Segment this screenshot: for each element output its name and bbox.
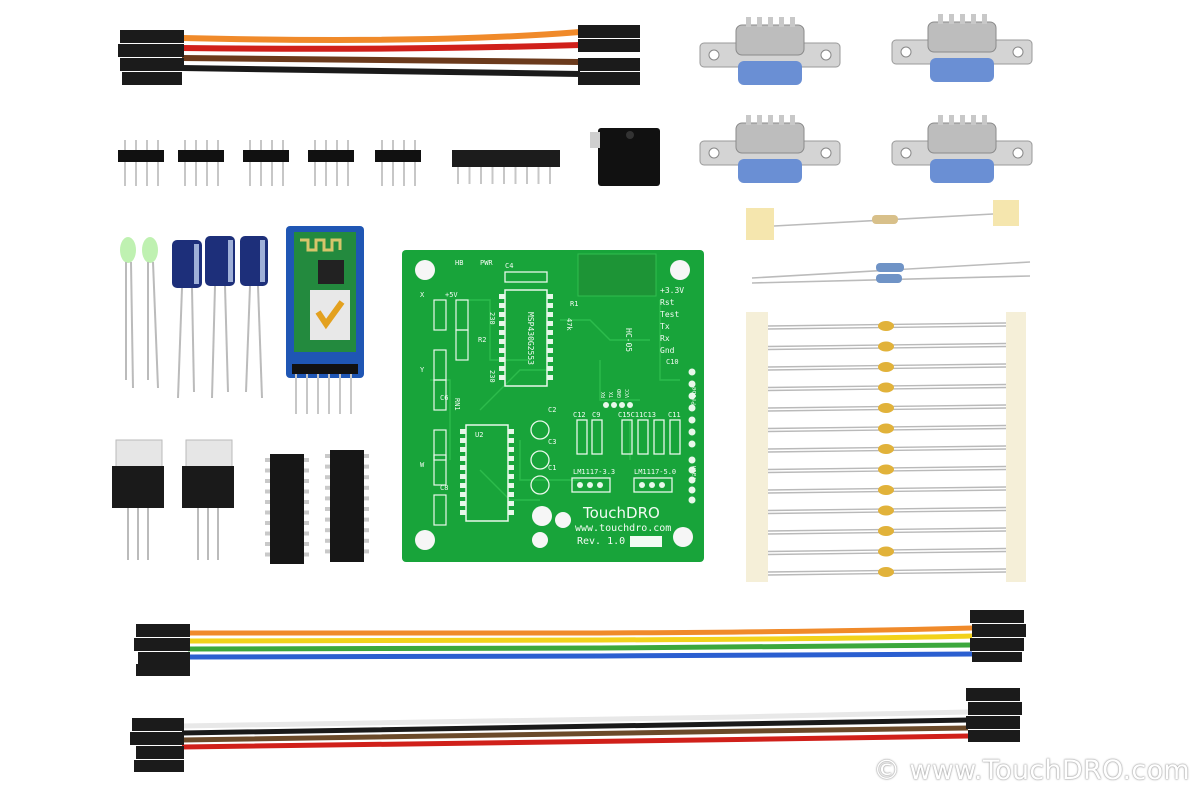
silk-c12: C12 <box>573 411 586 419</box>
pin-header <box>118 140 164 186</box>
ceramic-capacitor <box>767 526 1007 536</box>
pin-header <box>243 140 289 186</box>
silk-47k: 47k <box>565 318 573 331</box>
db9-connector <box>699 17 841 85</box>
ceramic-capacitor-strip <box>746 312 1026 582</box>
silk-y: Y <box>420 366 425 374</box>
jumper-connector <box>118 30 184 85</box>
silk-reg33: LM1117-3.3 <box>573 468 615 476</box>
silk-x: X <box>420 291 425 299</box>
silk-230a: 230 <box>488 312 496 325</box>
pcb-pin-label: Gnd <box>660 346 675 355</box>
ceramic-capacitor <box>767 546 1007 557</box>
ceramic-capacitor <box>767 423 1007 434</box>
pcb-module-label: HC-05 <box>624 328 633 352</box>
green-leds <box>120 237 159 389</box>
ribbon-cable-top <box>118 25 640 85</box>
ceramic-capacitor <box>767 464 1007 475</box>
ceramic-capacitor <box>767 505 1007 516</box>
ceramic-capacitor <box>767 321 1007 331</box>
silk-c8: C8 <box>440 484 448 492</box>
db9-connector <box>891 14 1033 82</box>
silk-230b: 230 <box>488 370 496 383</box>
silk-c11: C11 <box>668 411 681 419</box>
pcb-revision: Rev. 1.0 <box>577 536 625 547</box>
dc-power-jack <box>590 128 660 186</box>
jumper-connector <box>134 624 190 676</box>
silk-vcc: VCC <box>625 389 631 398</box>
silk-tach: Tach <box>691 465 698 480</box>
silk-c6: C6 <box>440 394 448 402</box>
ceramic-capacitor <box>767 382 1007 393</box>
dip-chips <box>265 450 369 564</box>
ribbon-cable-bottom <box>130 688 1022 772</box>
silk-c1: C1 <box>548 464 556 472</box>
silk-c9: C9 <box>592 411 600 419</box>
silk-w: W <box>420 461 425 469</box>
ceramic-capacitor <box>767 362 1007 372</box>
pcb-title: TouchDRO <box>582 504 660 522</box>
pin-header <box>178 140 224 186</box>
pcb-pin-label: Rx <box>660 334 670 343</box>
silk-c15c11c13: C15C11C13 <box>618 411 656 419</box>
ribbon-cable-rainbow <box>134 610 1026 676</box>
resistors <box>746 200 1031 284</box>
silk-mcu: MSP430G2553 <box>526 312 535 365</box>
pcb-pin-label: Rst <box>660 298 675 307</box>
voltage-regulators <box>112 439 234 560</box>
db9-connector <box>699 115 841 183</box>
pin-header <box>308 140 354 186</box>
silk-u2: U2 <box>475 431 483 439</box>
silk-pwr: PWR <box>480 259 493 267</box>
silk-r1: R1 <box>570 300 578 308</box>
pcb-pin-label: +3.3V <box>660 286 684 295</box>
ceramic-capacitor <box>767 444 1007 454</box>
silk-rx: RX <box>601 392 607 398</box>
db9-connector <box>891 115 1033 183</box>
silk-r2: R2 <box>478 336 486 344</box>
silk-plus5v: +5V <box>445 291 458 299</box>
silk-probe: Probe <box>691 387 698 405</box>
silk-c2: C2 <box>548 406 556 414</box>
pin-headers <box>118 140 421 186</box>
jumper-connector <box>578 25 640 85</box>
pcb-url: www.touchdro.com <box>575 523 671 534</box>
pcb-pin-label: Tx <box>660 322 670 331</box>
silk-c3: C3 <box>548 438 556 446</box>
jumper-connector <box>966 688 1022 742</box>
ceramic-capacitor <box>767 567 1007 577</box>
silk-c10: C10 <box>666 358 679 366</box>
silk-reg50: LM1117-5.0 <box>634 468 676 476</box>
silk-gnd: GND <box>617 389 623 398</box>
silk-rn1: RN1 <box>453 398 461 411</box>
jumper-connector <box>970 610 1026 662</box>
resistor-network <box>452 150 560 184</box>
ceramic-capacitor <box>767 485 1007 495</box>
jumper-connector <box>130 718 184 772</box>
silk-tx: TX <box>609 392 615 398</box>
electrolytic-capacitors <box>172 236 268 399</box>
watermark: © www.TouchDRO.com <box>873 755 1190 786</box>
ceramic-capacitor <box>767 341 1007 352</box>
touchdro-pcb: TouchDRO www.touchdro.com Rev. 1.0 HC-05… <box>402 250 704 562</box>
silk-c4: C4 <box>505 262 513 270</box>
pcb-pin-label: Test <box>660 310 679 319</box>
silk-hb: HB <box>455 259 463 267</box>
bluetooth-module <box>286 226 364 414</box>
pin-header <box>375 140 421 186</box>
ceramic-capacitor <box>767 403 1007 413</box>
